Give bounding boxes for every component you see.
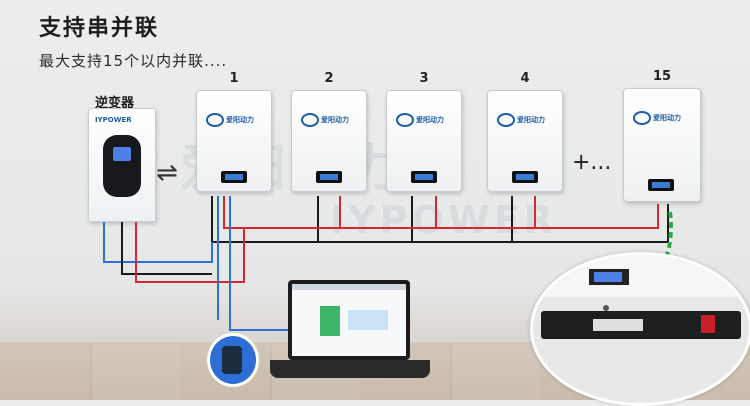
battery-brand: 爱阳动力 (321, 116, 349, 124)
wire-black-bus (211, 196, 669, 243)
watermark-en: IYPOWER (330, 198, 557, 242)
battery-number: 2 (324, 71, 334, 86)
laptop-icon (270, 280, 430, 380)
wire-red-inverter (135, 222, 245, 283)
battery-display (221, 171, 247, 183)
logo-icon (633, 111, 651, 125)
logo-icon (396, 113, 414, 127)
battery-number: 3 (419, 71, 429, 86)
battery-logo: 爱阳动力 (206, 113, 254, 127)
closeup-top (533, 255, 749, 297)
laptop-screen (288, 280, 410, 360)
battery-number: 4 (520, 71, 530, 86)
wire-black-drops (317, 196, 513, 242)
more-batteries-indicator: +... (572, 150, 612, 175)
battery-2: 2 爱阳动力 (291, 71, 367, 192)
wire-blue-comm (229, 196, 290, 331)
inverter-label: 逆变器 (95, 96, 135, 111)
page-title: 支持串并联 (39, 16, 160, 41)
inverter-logo: IYPOWER (95, 116, 132, 124)
battery-logo: 爱阳动力 (497, 113, 545, 127)
laptop-keyboard (270, 360, 430, 378)
battery-logo: 爱阳动力 (396, 113, 444, 127)
battery-logo: 爱阳动力 (633, 111, 681, 125)
wire-red-drops (339, 196, 536, 228)
wire-blue-inverter (103, 222, 213, 263)
inverter-panel (103, 135, 141, 197)
battery-number: 15 (652, 69, 672, 84)
battery-3: 3 爱阳动力 (386, 71, 462, 192)
wire-black-inverter (121, 222, 212, 275)
software-titlebar (292, 284, 406, 290)
battery-brand: 爱阳动力 (226, 116, 254, 124)
battery-display (512, 171, 538, 183)
closeup-screw (603, 305, 609, 311)
battery-brand: 爱阳动力 (653, 114, 681, 122)
page-subtitle: 最大支持15个以内并联.... (39, 52, 228, 70)
usb-icon: ⇌ (156, 158, 178, 188)
battery-15: 15 爱阳动力 (623, 69, 701, 202)
battery-number: 1 (229, 71, 239, 86)
battery-display (316, 171, 342, 183)
battery-display (648, 179, 674, 191)
battery-brand: 爱阳动力 (517, 116, 545, 124)
closeup-positive-terminal (701, 315, 715, 333)
software-data-panel (348, 310, 388, 330)
battery-1: 1 爱阳动力 (196, 71, 272, 192)
closeup-display (589, 269, 629, 285)
logo-icon (301, 113, 319, 127)
closeup-comm-ports (593, 319, 643, 331)
battery-port-closeup (530, 252, 750, 406)
battery-brand: 爱阳动力 (416, 116, 444, 124)
battery-display (411, 171, 437, 183)
logo-icon (206, 113, 224, 127)
inverter: IYPOWER (88, 108, 156, 222)
wire-red-bus (223, 196, 659, 229)
battery-logo: 爱阳动力 (301, 113, 349, 127)
inverter-screen (113, 147, 131, 161)
software-window (292, 284, 406, 356)
rj45-connector-icon (210, 336, 256, 384)
logo-icon (497, 113, 515, 127)
battery-4: 4 爱阳动力 (487, 71, 563, 192)
software-battery-gauge (320, 306, 340, 336)
